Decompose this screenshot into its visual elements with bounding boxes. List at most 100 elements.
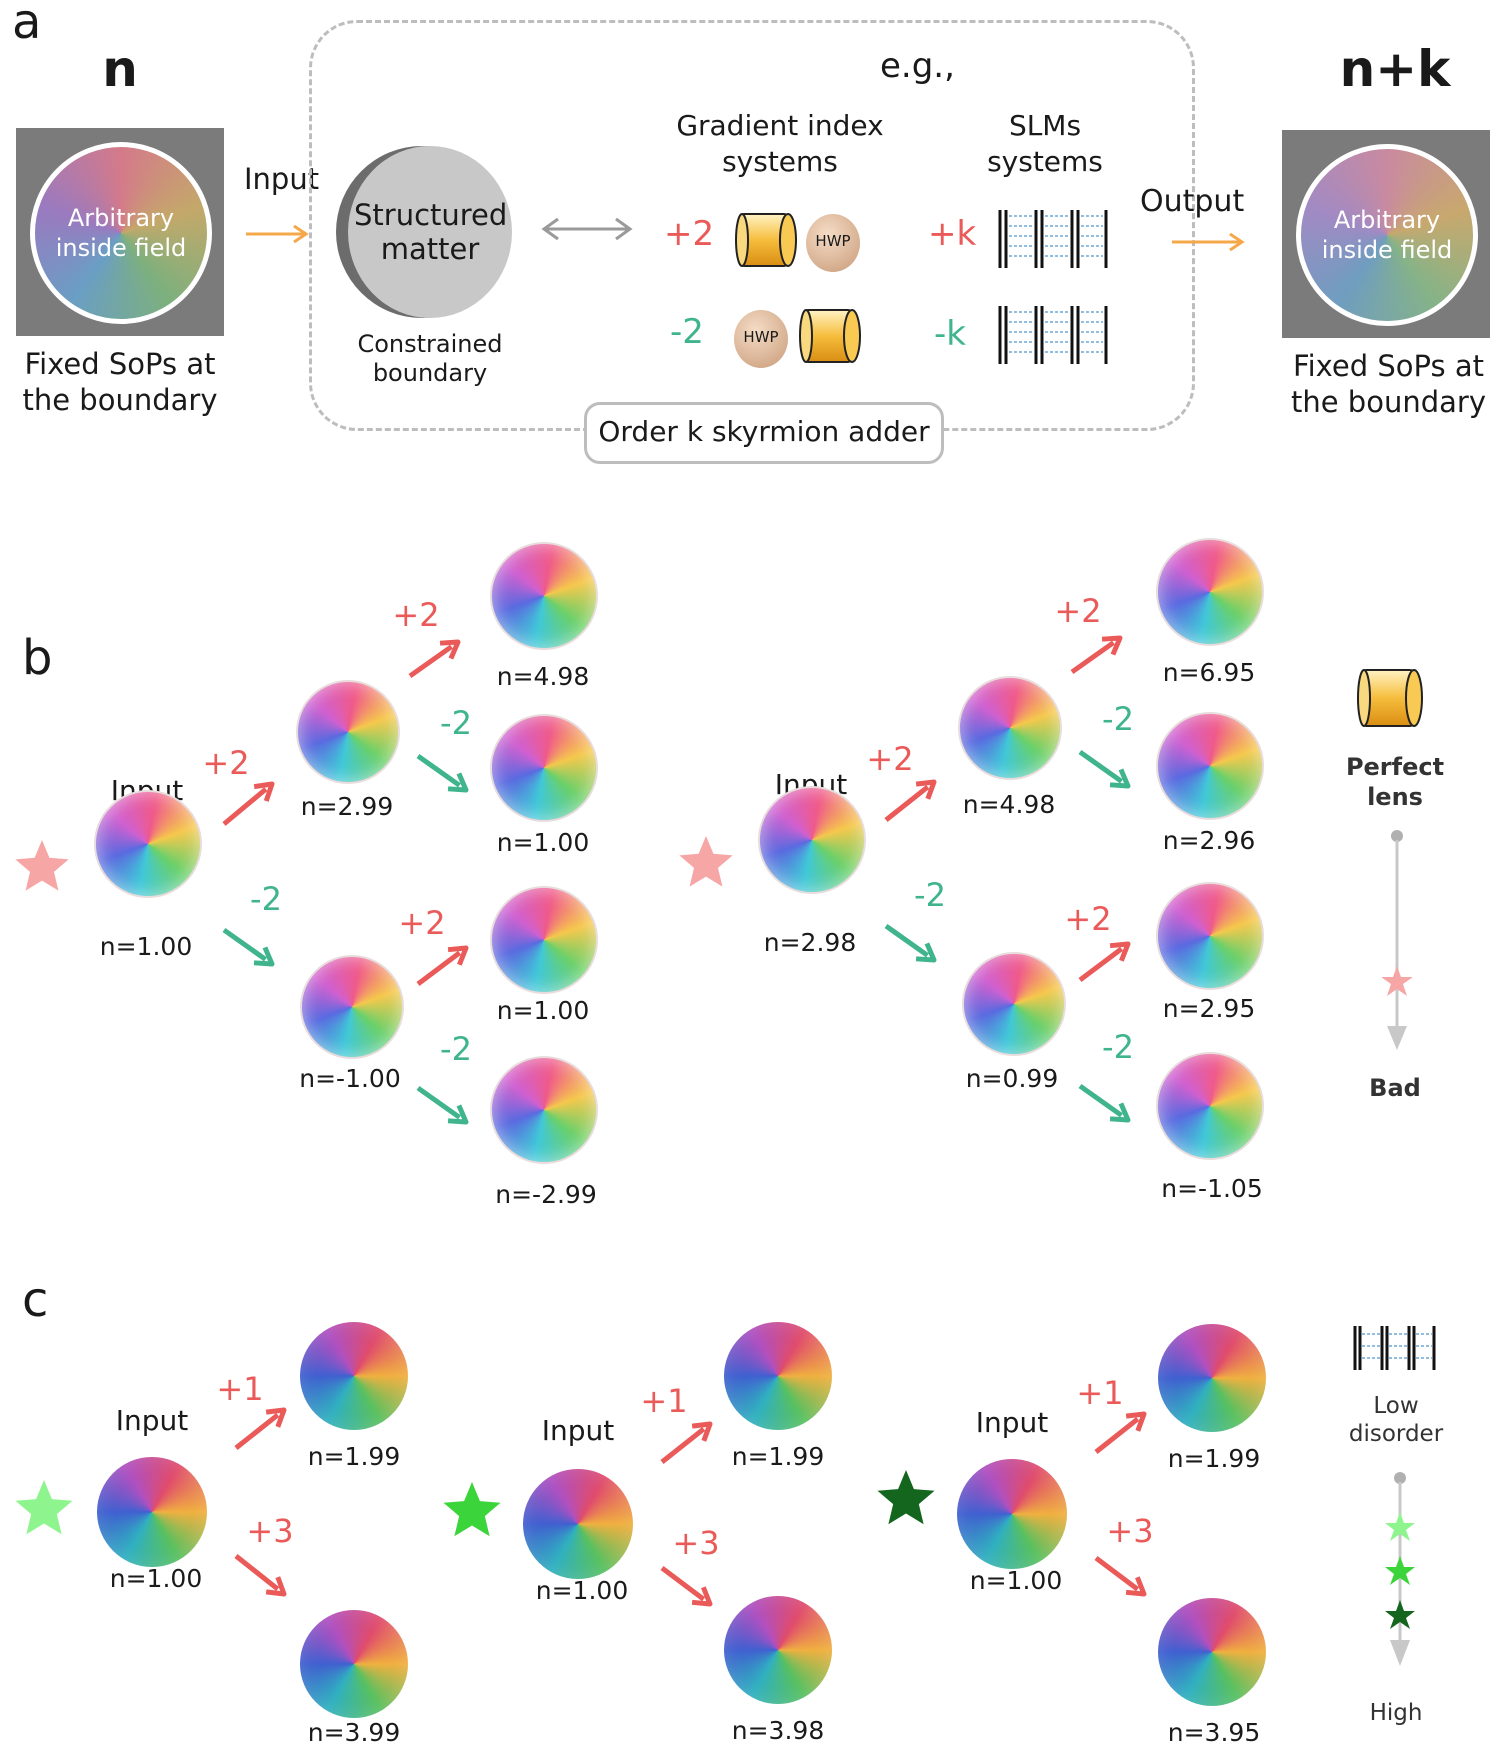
input-boundary-caption: Fixed SoPs at the boundary (22, 347, 218, 417)
input-label: Input (541, 1414, 615, 1447)
skyrmion-disk (1156, 882, 1264, 990)
skyrmion-disk (300, 955, 404, 1059)
minus2-label: -2 (670, 312, 704, 352)
slm-legend-icon (1353, 1326, 1436, 1370)
minus-arrow (416, 1085, 469, 1125)
perfect-lens-icon (1357, 669, 1423, 727)
input-label: Input (244, 162, 320, 196)
operation-label: -2 (1102, 700, 1134, 738)
slm-title: SLMs systems (987, 109, 1103, 178)
input-order-value: n=1.00 (99, 932, 193, 961)
operation-label: +2 (1064, 900, 1112, 938)
skyrmion-disk (490, 1056, 598, 1164)
disorder-scale (1385, 1472, 1415, 1666)
input-label: Input (975, 1406, 1049, 1439)
order-value: n=6.95 (1162, 658, 1256, 687)
order-value: n=-1.00 (299, 1064, 401, 1093)
skyrmion-disk (300, 1322, 408, 1430)
order-value: n=0.99 (965, 1064, 1059, 1093)
order-value: n=-2.99 (495, 1180, 597, 1209)
input-field-disk: Arbitrary inside field (30, 142, 212, 324)
plus-arrow (234, 1554, 287, 1597)
skyrmion-disk (958, 676, 1062, 780)
operation-label: +2 (1054, 592, 1102, 630)
plus-arrow (1078, 941, 1131, 982)
skyrmion-disk (962, 952, 1066, 1056)
skyrmion-disk (490, 714, 598, 822)
skyrmion-disk (490, 886, 598, 994)
order-value: n=2.95 (1162, 994, 1256, 1023)
order-value: n=2.96 (1162, 826, 1256, 855)
input-skyrmion-disk (94, 790, 202, 898)
grin-lens-icon (735, 213, 797, 267)
input-order-value: n=2.98 (763, 928, 857, 957)
order-value: n=4.98 (962, 790, 1056, 819)
output-field-label: Arbitrary inside field (1321, 206, 1453, 264)
order-value: n=-1.05 (1161, 1174, 1263, 1203)
input-skyrmion-disk (523, 1469, 633, 1579)
skyrmion-disk (724, 1322, 832, 1430)
structured-matter-disc: Structured matter (348, 146, 512, 318)
order-value: n=1.99 (731, 1442, 825, 1471)
operation-label: -2 (1102, 1028, 1134, 1066)
input-skyrmion-disk (957, 1459, 1067, 1569)
plus-arrow (1094, 1411, 1147, 1454)
input-label: Input (115, 1404, 189, 1437)
input-order-value: n=1.00 (969, 1566, 1063, 1595)
plus-arrow (416, 945, 469, 986)
minus-arrow (1078, 749, 1131, 789)
legend-bottom-label: High (1369, 1700, 1423, 1726)
input-field-label: Arbitrary inside field (55, 204, 187, 262)
panel-a-letter: a (12, 0, 42, 50)
skyrmion-disk (1156, 1052, 1264, 1160)
output-boundary-caption: Fixed SoPs at the boundary (1291, 349, 1486, 419)
order-value: n=1.99 (307, 1442, 401, 1471)
quality-scale (1382, 830, 1412, 1050)
plus-arrow (1070, 635, 1123, 675)
slm-stack-icon (998, 210, 1108, 268)
input-arrow (246, 224, 309, 244)
input-star (679, 836, 733, 887)
eg-label: e.g., (880, 46, 955, 86)
panel-b-letter: b (22, 630, 53, 686)
order-value: n=1.00 (496, 996, 590, 1025)
operation-label: +3 (1106, 1512, 1154, 1550)
plusk-label: +k (928, 214, 977, 254)
minus-arrow (416, 753, 469, 793)
panel-c-letter: c (22, 1272, 49, 1328)
equivalence-arrow (541, 217, 633, 241)
skyrmion-disk (1156, 538, 1264, 646)
input-skyrmion-disk (758, 786, 866, 894)
skyrmion-disk (300, 1610, 408, 1718)
input-star (15, 840, 69, 891)
order-value: n=2.99 (300, 792, 394, 821)
operation-label: -2 (250, 880, 282, 918)
operation-label: +2 (866, 740, 914, 778)
minus-arrow (884, 923, 937, 963)
legend-bottom-label: Bad (1369, 1074, 1421, 1102)
hwp-icon: HWP (734, 310, 788, 368)
legend-top-label: Perfect lens (1345, 753, 1445, 811)
input-star (443, 1482, 501, 1537)
plus2-label: +2 (664, 214, 715, 254)
operation-label: +3 (246, 1512, 294, 1550)
hwp-icon: HWP (806, 214, 860, 272)
operation-label: +1 (1076, 1374, 1124, 1412)
output-arrow (1172, 232, 1245, 252)
legend-top-label: Low disorder (1348, 1393, 1444, 1447)
operation-label: +2 (202, 744, 250, 782)
input-skyrmion-disk (97, 1457, 207, 1567)
skyrmion-disk (490, 542, 598, 650)
order-value: n=1.99 (1167, 1444, 1261, 1473)
input-star (15, 1480, 73, 1535)
operation-label: +3 (672, 1524, 720, 1562)
order-value: n=3.98 (731, 1716, 825, 1745)
operation-label: +1 (216, 1370, 264, 1408)
input-field-box: Arbitrary inside field (16, 128, 224, 336)
operation-label: +1 (640, 1382, 688, 1420)
output-field-box: Arbitrary inside field (1282, 130, 1490, 338)
skyrmion-disk (1158, 1598, 1266, 1706)
output-label: Output (1140, 184, 1245, 219)
order-value: n=4.98 (496, 662, 590, 691)
operation-label: -2 (440, 1030, 472, 1068)
